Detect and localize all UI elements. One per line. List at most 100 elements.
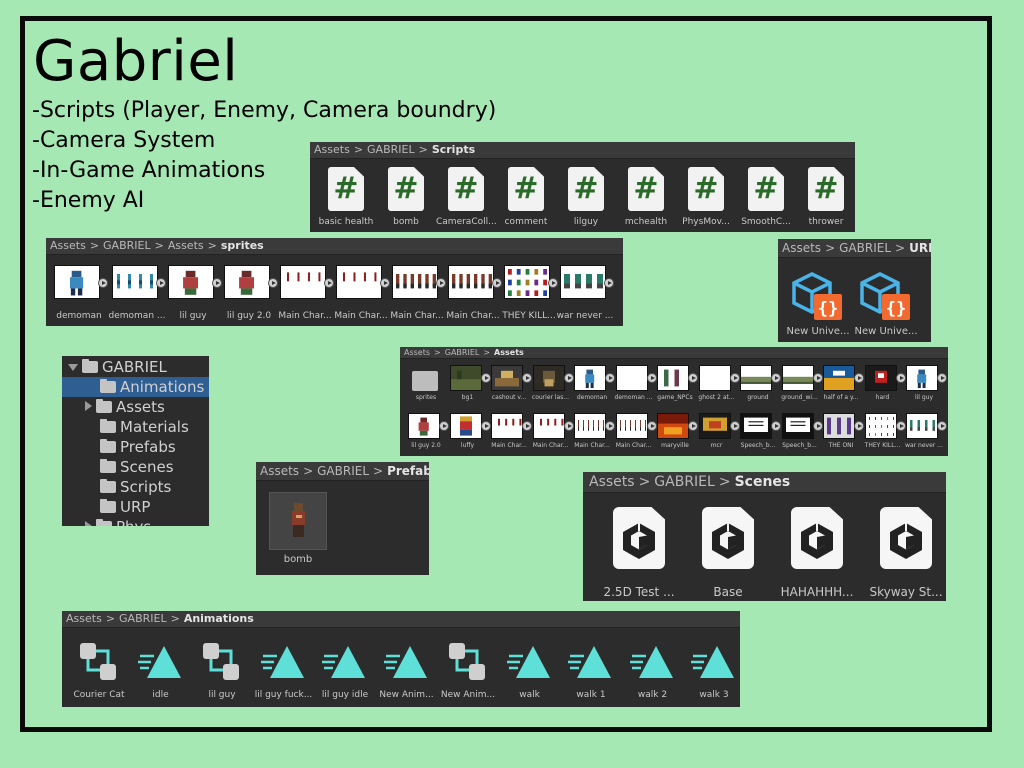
urp-asset-item[interactable]: {}	[860, 270, 912, 326]
scene-asset-item[interactable]	[609, 507, 669, 575]
script-asset-item[interactable]: #	[620, 167, 672, 211]
play-animation-icon[interactable]	[548, 278, 558, 288]
breadcrumb-item[interactable]: Assets	[404, 348, 431, 357]
asset-item[interactable]	[740, 413, 781, 441]
animation-asset-item[interactable]	[137, 640, 184, 690]
asset-item[interactable]	[491, 413, 532, 441]
asset-item[interactable]	[657, 413, 698, 441]
play-animation-icon[interactable]	[380, 278, 390, 288]
asset-item[interactable]	[823, 365, 864, 393]
tree-item-scripts[interactable]: Scripts	[62, 477, 209, 497]
sprite-asset-item[interactable]	[224, 265, 278, 325]
chevron-right-icon[interactable]	[85, 401, 92, 411]
asset-item[interactable]	[449, 365, 491, 393]
tree-item-phys[interactable]: Phys	[62, 517, 209, 526]
animation-asset-item[interactable]	[568, 640, 614, 690]
sprite-asset-item[interactable]	[504, 265, 558, 325]
asset-item[interactable]	[698, 413, 740, 441]
asset-item[interactable]	[408, 365, 448, 393]
breadcrumb-item[interactable]: Assets	[589, 474, 635, 490]
breadcrumb-item[interactable]: GABRIEL	[103, 239, 151, 252]
script-asset-item[interactable]: #	[440, 167, 492, 211]
play-animation-icon[interactable]	[854, 421, 864, 431]
scene-asset-item[interactable]	[787, 507, 847, 575]
play-animation-icon[interactable]	[812, 421, 823, 431]
animation-asset-item[interactable]	[76, 640, 122, 690]
tree-item-assets[interactable]: Assets	[62, 397, 209, 417]
asset-item[interactable]	[740, 365, 781, 393]
play-animation-icon[interactable]	[439, 421, 449, 431]
asset-item[interactable]	[864, 365, 906, 393]
play-animation-icon[interactable]	[895, 373, 906, 383]
animation-asset-item[interactable]	[691, 640, 737, 690]
prefab-item[interactable]	[269, 492, 329, 550]
breadcrumb-item[interactable]: GABRIEL	[444, 348, 480, 357]
play-animation-icon[interactable]	[480, 373, 491, 383]
asset-item[interactable]	[574, 365, 615, 393]
asset-item[interactable]	[615, 365, 657, 393]
play-animation-icon[interactable]	[212, 278, 222, 288]
play-animation-icon[interactable]	[324, 278, 334, 288]
chevron-right-icon[interactable]	[85, 521, 92, 526]
sprite-asset-item[interactable]	[560, 265, 614, 325]
breadcrumb-item[interactable]: Assets	[66, 612, 102, 625]
asset-item[interactable]	[781, 413, 823, 441]
sprite-asset-item[interactable]	[392, 265, 446, 325]
asset-item[interactable]	[698, 365, 740, 393]
script-asset-item[interactable]: #	[680, 167, 732, 211]
script-asset-item[interactable]: #	[800, 167, 852, 211]
play-animation-icon[interactable]	[771, 421, 781, 431]
urp-asset-item[interactable]: {}	[792, 270, 844, 326]
asset-item[interactable]	[781, 365, 823, 393]
animation-asset-item[interactable]	[629, 640, 676, 690]
asset-item[interactable]	[906, 365, 947, 393]
play-animation-icon[interactable]	[937, 421, 947, 431]
asset-item[interactable]	[532, 413, 574, 441]
breadcrumb-item[interactable]: GABRIEL	[367, 143, 415, 156]
script-asset-item[interactable]: #	[500, 167, 552, 211]
animation-asset-item[interactable]	[260, 640, 307, 690]
asset-item[interactable]	[906, 413, 947, 441]
play-animation-icon[interactable]	[563, 421, 574, 431]
play-animation-icon[interactable]	[729, 421, 740, 431]
breadcrumb-item[interactable]: Assets	[260, 464, 300, 478]
play-animation-icon[interactable]	[563, 373, 574, 383]
tree-item-materials[interactable]: Materials	[62, 417, 209, 437]
asset-item[interactable]	[864, 413, 906, 441]
play-animation-icon[interactable]	[854, 373, 864, 383]
animation-asset-item[interactable]	[199, 640, 245, 690]
play-animation-icon[interactable]	[492, 278, 502, 288]
asset-item[interactable]	[657, 365, 698, 393]
sprite-asset-item[interactable]	[448, 265, 502, 325]
breadcrumb-item[interactable]: GABRIEL	[317, 464, 370, 478]
play-animation-icon[interactable]	[605, 373, 615, 383]
play-animation-icon[interactable]	[98, 278, 108, 288]
play-animation-icon[interactable]	[522, 421, 532, 431]
tree-item-gabriel[interactable]: GABRIEL	[62, 357, 209, 377]
tree-item-animations[interactable]: Animations	[62, 377, 209, 397]
play-animation-icon[interactable]	[646, 421, 657, 431]
scene-asset-item[interactable]	[876, 507, 936, 575]
breadcrumb-item[interactable]: Assets	[50, 239, 86, 252]
animation-asset-item[interactable]	[322, 640, 368, 690]
play-animation-icon[interactable]	[729, 373, 740, 383]
asset-item[interactable]	[574, 413, 615, 441]
play-animation-icon[interactable]	[156, 278, 166, 288]
script-asset-item[interactable]: #	[380, 167, 432, 211]
script-asset-item[interactable]: #	[740, 167, 792, 211]
play-animation-icon[interactable]	[522, 373, 532, 383]
asset-item[interactable]	[823, 413, 864, 441]
play-animation-icon[interactable]	[480, 421, 491, 431]
tree-item-scenes[interactable]: Scenes	[62, 457, 209, 477]
play-animation-icon[interactable]	[688, 421, 698, 431]
play-animation-icon[interactable]	[895, 421, 906, 431]
sprite-asset-item[interactable]	[336, 265, 390, 325]
animation-asset-item[interactable]	[506, 640, 553, 690]
play-animation-icon[interactable]	[771, 373, 781, 383]
sprite-asset-item[interactable]	[168, 265, 222, 325]
play-animation-icon[interactable]	[646, 373, 657, 383]
play-animation-icon[interactable]	[688, 373, 698, 383]
asset-item[interactable]	[491, 365, 532, 393]
sprite-asset-item[interactable]	[112, 265, 166, 325]
play-animation-icon[interactable]	[604, 278, 614, 288]
